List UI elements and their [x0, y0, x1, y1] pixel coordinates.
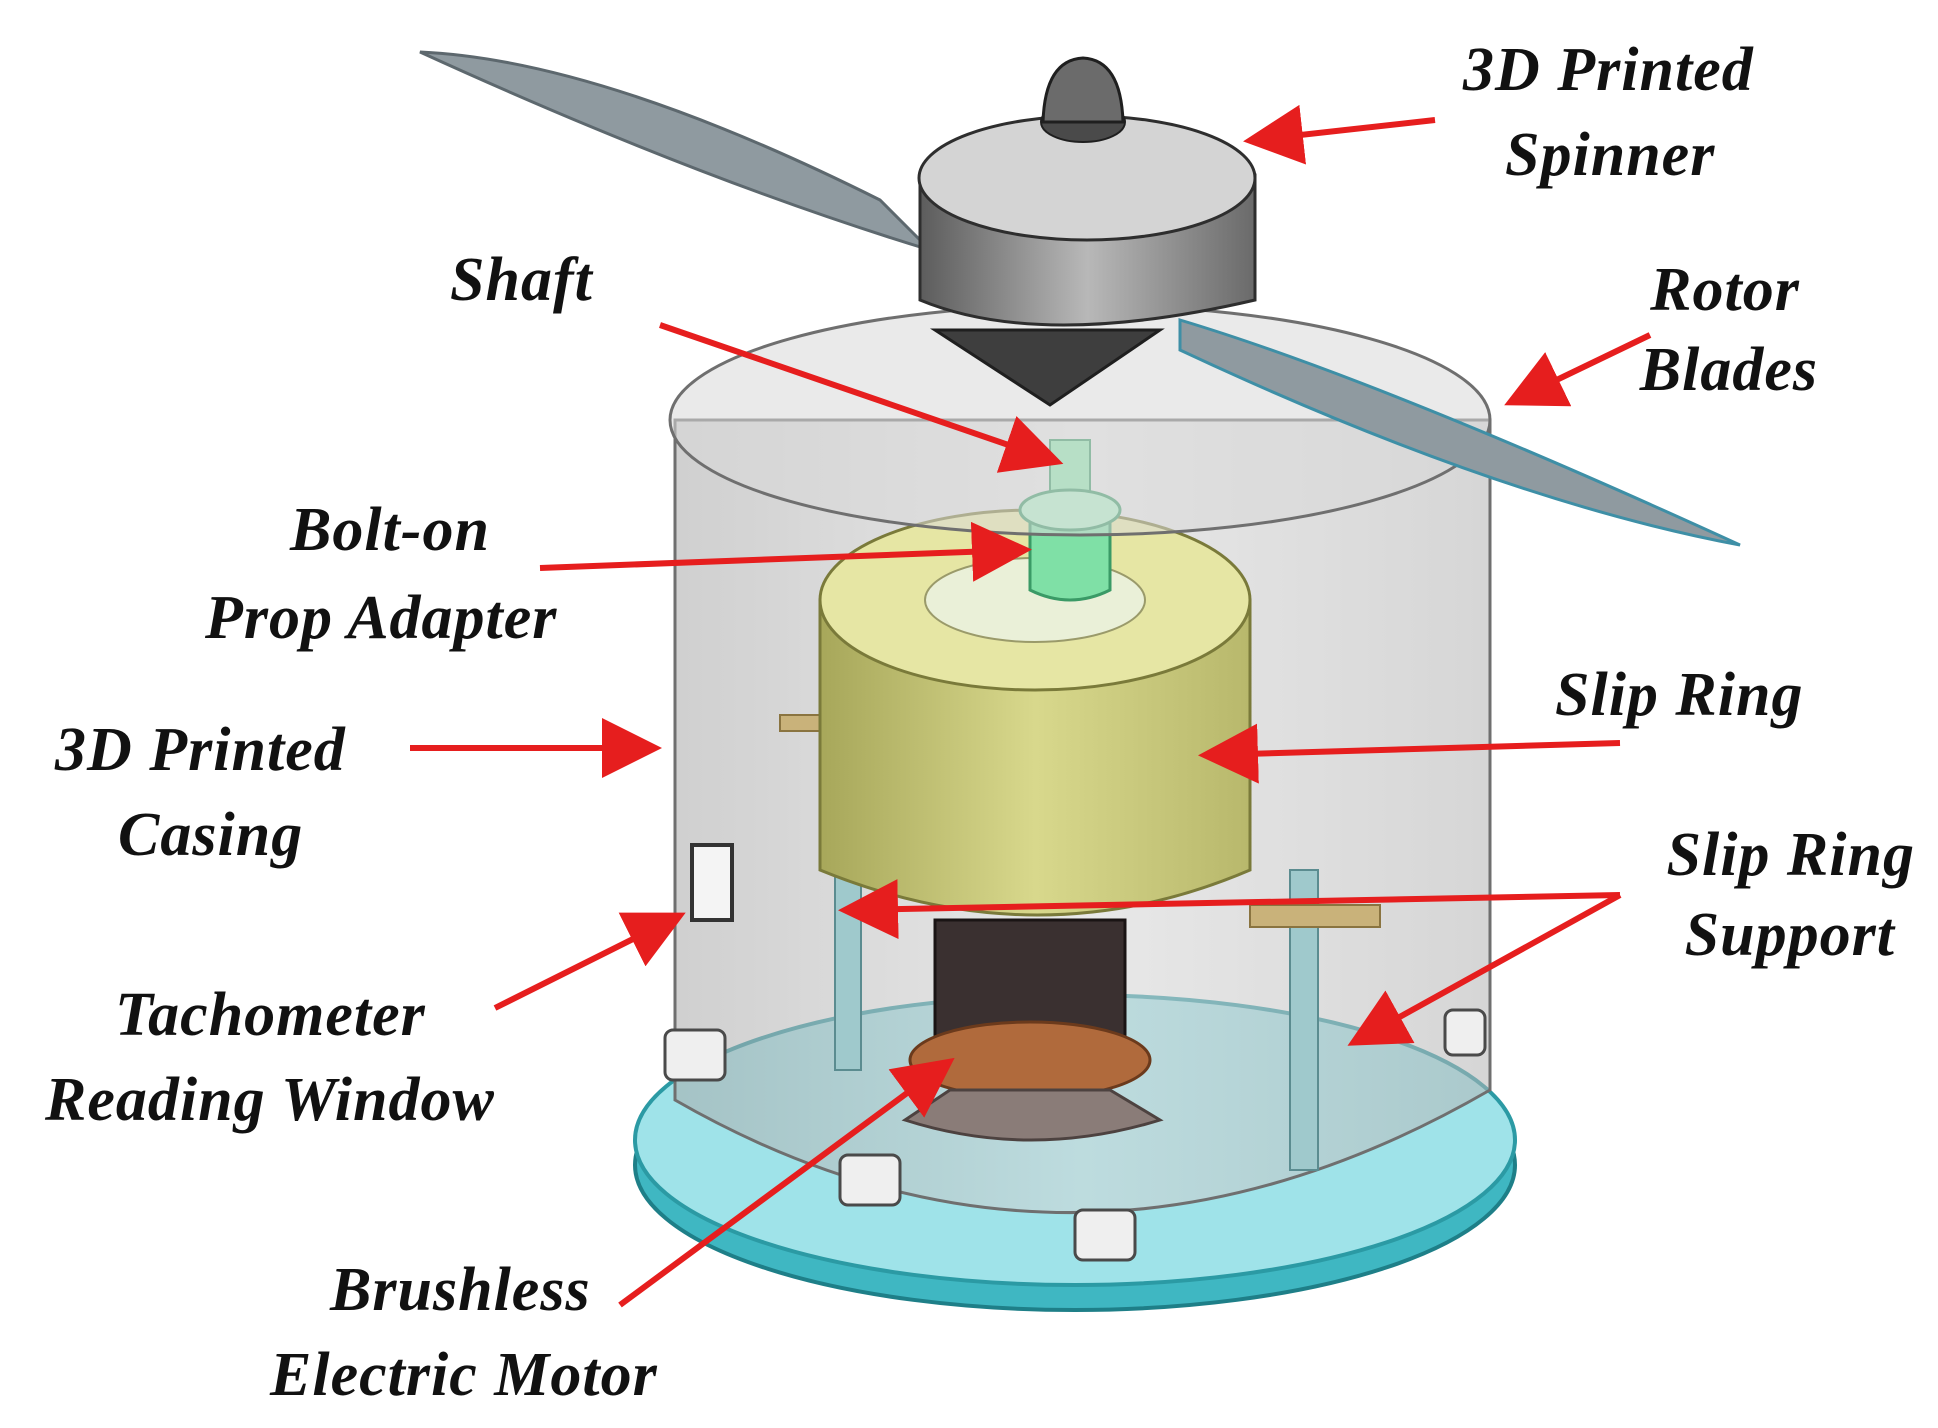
- label-rotor-line2: Blades: [1639, 336, 1818, 404]
- arrow-adapter: [539, 521, 1032, 582]
- label-casing-line2: Casing: [118, 801, 303, 869]
- callout-arrows: [410, 104, 1652, 1308]
- arrow-slip-ring: [1198, 723, 1621, 784]
- arrow-spinner: [1243, 104, 1436, 165]
- label-adapter-line1: Bolt-on: [289, 496, 490, 564]
- rig-illustration: [419, 50, 1741, 1312]
- arrow-shaft: [659, 322, 1064, 473]
- arrow-support-1: [838, 879, 1621, 940]
- label-casing-line1: 3D Printed: [54, 716, 346, 784]
- label-tachometer-line2: Reading Window: [44, 1066, 495, 1134]
- label-tachometer-line1: Tachometer: [115, 981, 426, 1049]
- label-spinner-line2: Spinner: [1505, 121, 1715, 189]
- tachometer-window: [690, 843, 734, 922]
- arrow-support-2: [1347, 892, 1622, 1046]
- label-motor-line2: Electric Motor: [269, 1341, 658, 1409]
- arrow-motor: [618, 1057, 955, 1308]
- arrow-rotor-blades: [1504, 332, 1652, 407]
- brushless-motor: [901, 918, 1164, 1142]
- spinner: [917, 56, 1257, 407]
- label-shaft: Shaft: [450, 246, 594, 314]
- label-spinner-line1: 3D Printed: [1462, 36, 1754, 104]
- label-support-line1: Slip Ring: [1667, 821, 1916, 889]
- label-slip-ring: Slip Ring: [1555, 661, 1804, 729]
- arrow-tachometer: [493, 912, 686, 1011]
- label-motor-line1: Brushless: [329, 1256, 591, 1324]
- label-adapter-line2: Prop Adapter: [204, 584, 557, 652]
- callout-labels: 3D Printed Spinner Shaft Rotor Blades Bo…: [44, 36, 1916, 1409]
- label-rotor-line1: Rotor: [1649, 256, 1800, 324]
- label-support-line2: Support: [1685, 901, 1896, 969]
- mounting-brackets: [663, 1008, 1487, 1262]
